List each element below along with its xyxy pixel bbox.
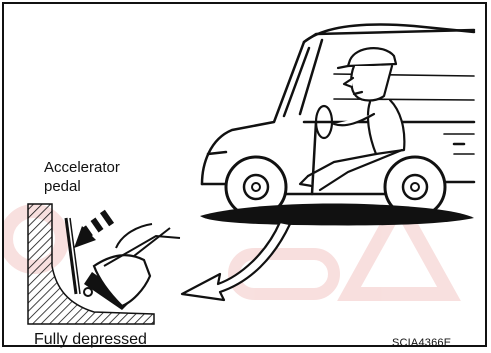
driver-figure	[300, 48, 404, 190]
accelerator-pedal-label: Accelerator pedal	[44, 158, 120, 196]
fully-depressed-label: Fully depressed	[34, 330, 147, 349]
figure-frame: Accelerator pedal Fully depressed SCIA43…	[2, 2, 487, 347]
pedal-detail	[28, 204, 180, 324]
accelerator-label-line1: Accelerator	[44, 158, 120, 177]
figure-code: SCIA4366E	[392, 334, 451, 353]
press-arrow-icon	[74, 210, 114, 248]
accelerator-label-line2: pedal	[44, 177, 120, 196]
